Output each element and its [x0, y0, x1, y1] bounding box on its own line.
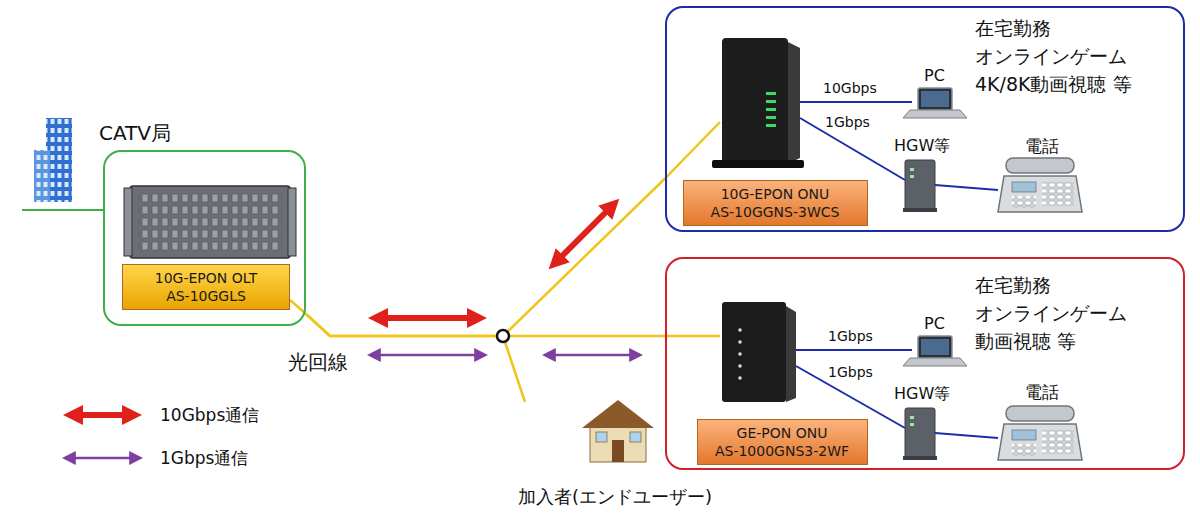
speed-arrow: [560, 210, 608, 258]
onu-10g-device: [766, 116, 776, 119]
onu-ge-group-box: 在宅勤務 オンラインゲーム 動画視聴 等 GE-PON ONUAS-1000GNS…: [665, 257, 1185, 470]
usage-description: 在宅勤務 オンラインゲーム 4K/8K動画視聴 等: [975, 14, 1153, 98]
lan-wire: [796, 102, 998, 438]
phone-icon: [998, 158, 1082, 212]
onu-ge-device: [722, 302, 796, 402]
hgw-icon: [903, 408, 937, 460]
fiber-line: [665, 335, 720, 338]
link-speed: 1Gbps: [828, 364, 873, 381]
phone-icon: [998, 406, 1082, 460]
device-name: HGW等: [894, 136, 950, 155]
onu-10g-device: [766, 124, 776, 127]
onu-10g-device: [788, 42, 800, 164]
olt-chassis: [130, 186, 290, 258]
lan-wire: [935, 433, 998, 438]
legend-sample: [73, 457, 132, 460]
lan-wire: [796, 349, 912, 351]
model-name: AS-10GGLS: [133, 287, 279, 305]
model-name: AS-1000GNS3-2WF: [708, 442, 857, 460]
model-name: 10G-EPON ONU: [694, 185, 857, 203]
house-icon: [582, 400, 654, 428]
fiber-connector: [306, 179, 665, 337]
building-line: [22, 209, 103, 211]
onu-ge-device: [738, 328, 742, 332]
house-icon: [630, 432, 641, 442]
device-name: 電話: [1025, 136, 1059, 156]
splitter-point: [497, 330, 509, 342]
speed-arrow: [553, 354, 632, 357]
device-name: 電話: [1025, 382, 1059, 402]
legend-text: 10Gbps通信: [160, 404, 259, 426]
link-speed: 10Gbps: [823, 80, 877, 97]
onu-10g-device: [766, 92, 776, 95]
onu-ge-device: [738, 364, 742, 368]
legend-sample: [73, 415, 132, 458]
description-block: 在宅勤務 オンラインゲーム 動画視聴 等: [975, 271, 1153, 355]
device-name: PC: [924, 66, 945, 85]
legend-text: 1Gbps通信: [160, 447, 248, 469]
speed-arrow: [384, 315, 471, 321]
onu-ge-device: [786, 306, 796, 402]
link-speed: 1Gbps: [828, 328, 873, 345]
building-icon: [34, 150, 50, 202]
lan-wire: [935, 185, 998, 190]
device-name: HGW等: [894, 384, 950, 403]
onu-10g-device: [712, 38, 804, 168]
onu-model-label: GE-PON ONUAS-1000GNS3-2WF: [697, 419, 868, 465]
onu-10g-device: [712, 160, 804, 168]
laptop-icon: [903, 336, 967, 366]
olt-group-box: 10G-EPON OLTAS-10GGLS: [103, 150, 306, 326]
olt-model-label: 10G-EPON OLTAS-10GGLS: [122, 264, 290, 310]
building-icon: [34, 118, 72, 202]
fiber-line: [290, 122, 720, 402]
onu-ge-device: [738, 376, 742, 380]
laptop-icon: [903, 88, 967, 118]
model-name: AS-10GGNS-3WCS: [694, 203, 857, 221]
onu-10g-group-box: 在宅勤務 オンラインゲーム 4K/8K動画視聴 等 10G-EPON ONUAS-…: [665, 6, 1185, 232]
model-name: 10G-EPON OLT: [133, 269, 279, 287]
house-icon: [612, 440, 624, 462]
onu-10g-device: [766, 100, 776, 103]
legend-sample: [79, 412, 126, 418]
olt-chassis: [288, 188, 296, 256]
building-icon: [34, 150, 50, 202]
onu-10g-device: [722, 38, 788, 164]
usage-description: 在宅勤務 オンラインゲーム 動画視聴 等: [975, 271, 1153, 355]
model-name: GE-PON ONU: [708, 424, 857, 442]
house-icon: [582, 400, 654, 462]
house-icon: [590, 425, 646, 462]
fiber-line: [665, 122, 720, 179]
olt-chassis: [124, 186, 296, 258]
lan-wire: [800, 101, 912, 103]
fiber-label: 光回線: [288, 350, 348, 374]
olt-chassis: [124, 188, 132, 256]
fiber-line: [290, 300, 306, 314]
house-icon: [596, 432, 607, 442]
onu-ge-device: [722, 302, 786, 402]
onu-10g-device: [766, 108, 776, 111]
olt-chassis: [138, 192, 282, 252]
station-label: CATV局: [99, 121, 171, 145]
device-name: PC: [924, 314, 945, 333]
fiber-line: [503, 336, 525, 402]
hgw-icon: [903, 160, 937, 212]
description-block: 在宅勤務 オンラインゲーム 4K/8K動画視聴 等: [975, 14, 1153, 98]
link-speed: 1Gbps: [825, 114, 870, 131]
onu-ge-device: [738, 352, 742, 356]
speed-arrow: [378, 210, 632, 355]
speed-arrow: [378, 354, 477, 357]
onu-ge-device: [738, 340, 742, 344]
fiber-connector: [306, 314, 665, 336]
subscriber-label: 加入者(エンドユーザー): [518, 486, 712, 508]
onu-model-label: 10G-EPON ONUAS-10GGNS-3WCS: [683, 180, 868, 226]
